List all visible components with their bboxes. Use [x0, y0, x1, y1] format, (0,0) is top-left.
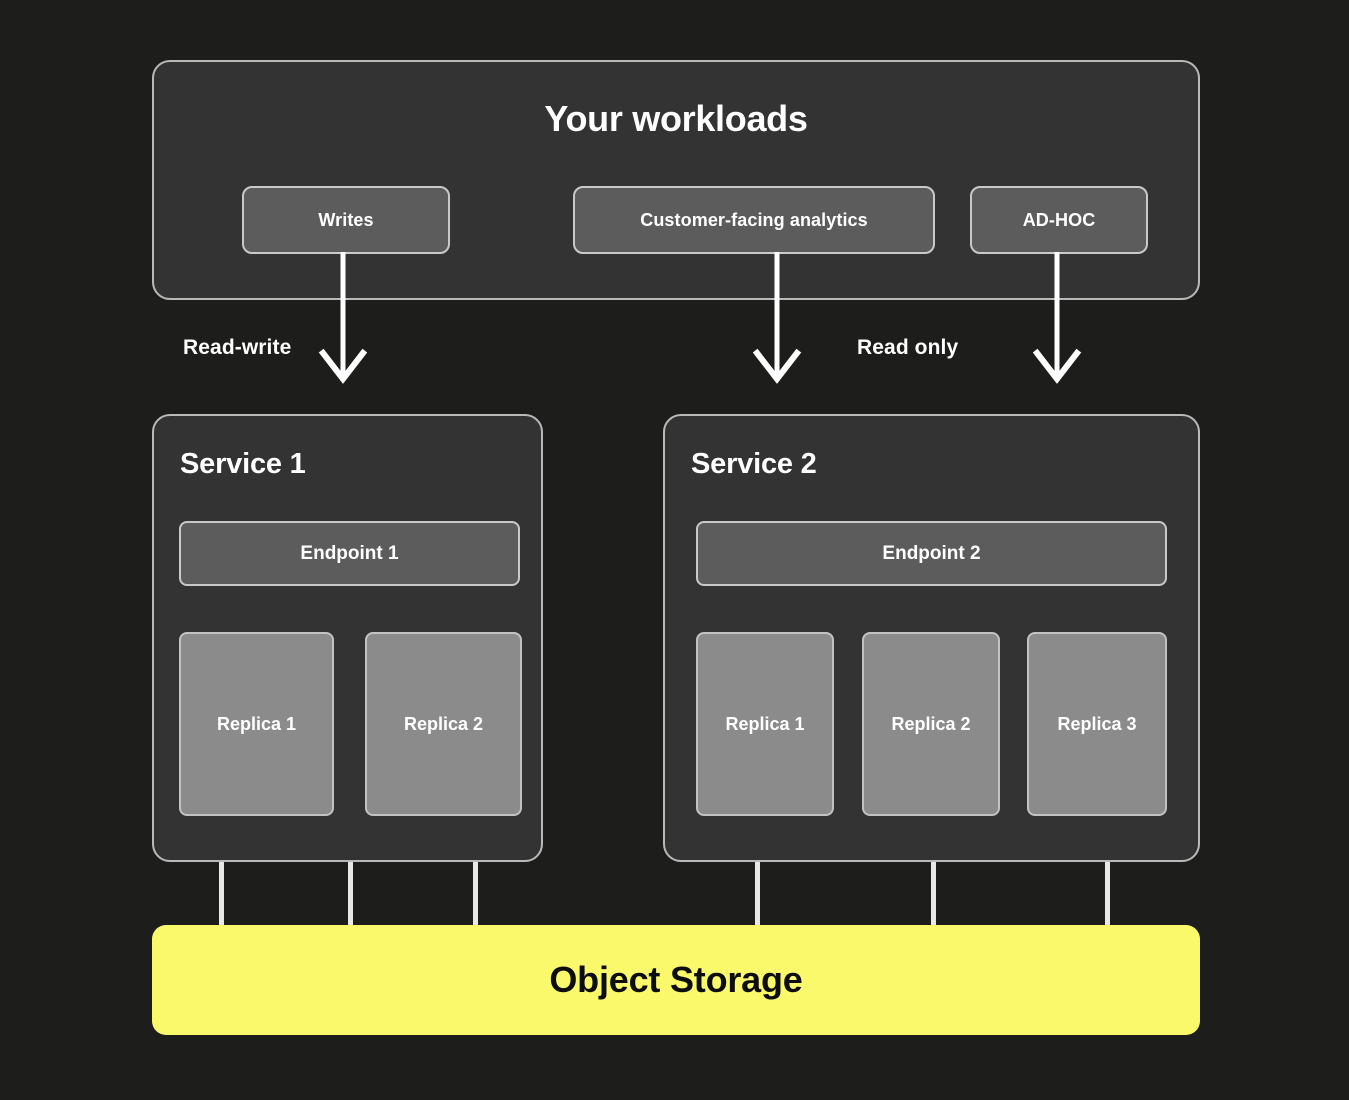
object-storage-panel[interactable]: Object Storage [152, 925, 1200, 1035]
service-2-replica-3[interactable]: Replica 3 [1027, 632, 1167, 816]
service-1-replica-2-label: Replica 2 [403, 713, 484, 734]
service-1-endpoint-label: Endpoint 1 [300, 542, 399, 564]
service-2-replica-2[interactable]: Replica 2 [862, 632, 1000, 816]
service-2-endpoint-label: Endpoint 2 [882, 542, 981, 564]
service-2-replica-1-label: Replica 1 [725, 713, 805, 734]
workloads-panel: Your workloads Writes Customer-facing an… [152, 60, 1200, 300]
workload-chip-adhoc[interactable]: AD-HOC [970, 186, 1148, 254]
connector-service2-a [755, 862, 760, 928]
service-2-replica-2-label: Replica 2 [891, 713, 971, 734]
service-1-replica-2[interactable]: Replica 2 [365, 632, 522, 816]
connector-service2-c [1105, 862, 1110, 928]
service-1-replica-1-label: Replica 1 [216, 713, 297, 734]
service-2-endpoint[interactable]: Endpoint 2 [696, 521, 1167, 586]
service-2-replica-3-label: Replica 3 [1057, 713, 1137, 734]
connector-service1-a [219, 862, 224, 928]
workloads-title: Your workloads [544, 98, 808, 139]
service-2-replica-1[interactable]: Replica 1 [696, 632, 834, 816]
service-2-title: Service 2 [691, 448, 817, 480]
workload-chip-writes[interactable]: Writes [242, 186, 450, 254]
connector-service1-c [473, 862, 478, 928]
service-1-panel: Service 1 Endpoint 1 Replica 1 Replica 2 [152, 414, 543, 862]
connector-service1-b [348, 862, 353, 928]
service-1-endpoint[interactable]: Endpoint 1 [179, 521, 520, 586]
connector-service2-b [931, 862, 936, 928]
flow-label-read-write: Read-write [183, 336, 292, 359]
workload-chip-analytics-label: Customer-facing analytics [640, 209, 868, 230]
flow-label-read-only: Read only [857, 336, 959, 359]
object-storage-label: Object Storage [549, 959, 803, 1000]
workload-chip-writes-label: Writes [318, 209, 374, 230]
service-1-title: Service 1 [180, 448, 306, 480]
service-1-replica-1[interactable]: Replica 1 [179, 632, 334, 816]
service-2-panel: Service 2 Endpoint 2 Replica 1 Replica 2… [663, 414, 1200, 862]
workload-chip-analytics[interactable]: Customer-facing analytics [573, 186, 935, 254]
workload-chip-adhoc-label: AD-HOC [1022, 209, 1096, 230]
